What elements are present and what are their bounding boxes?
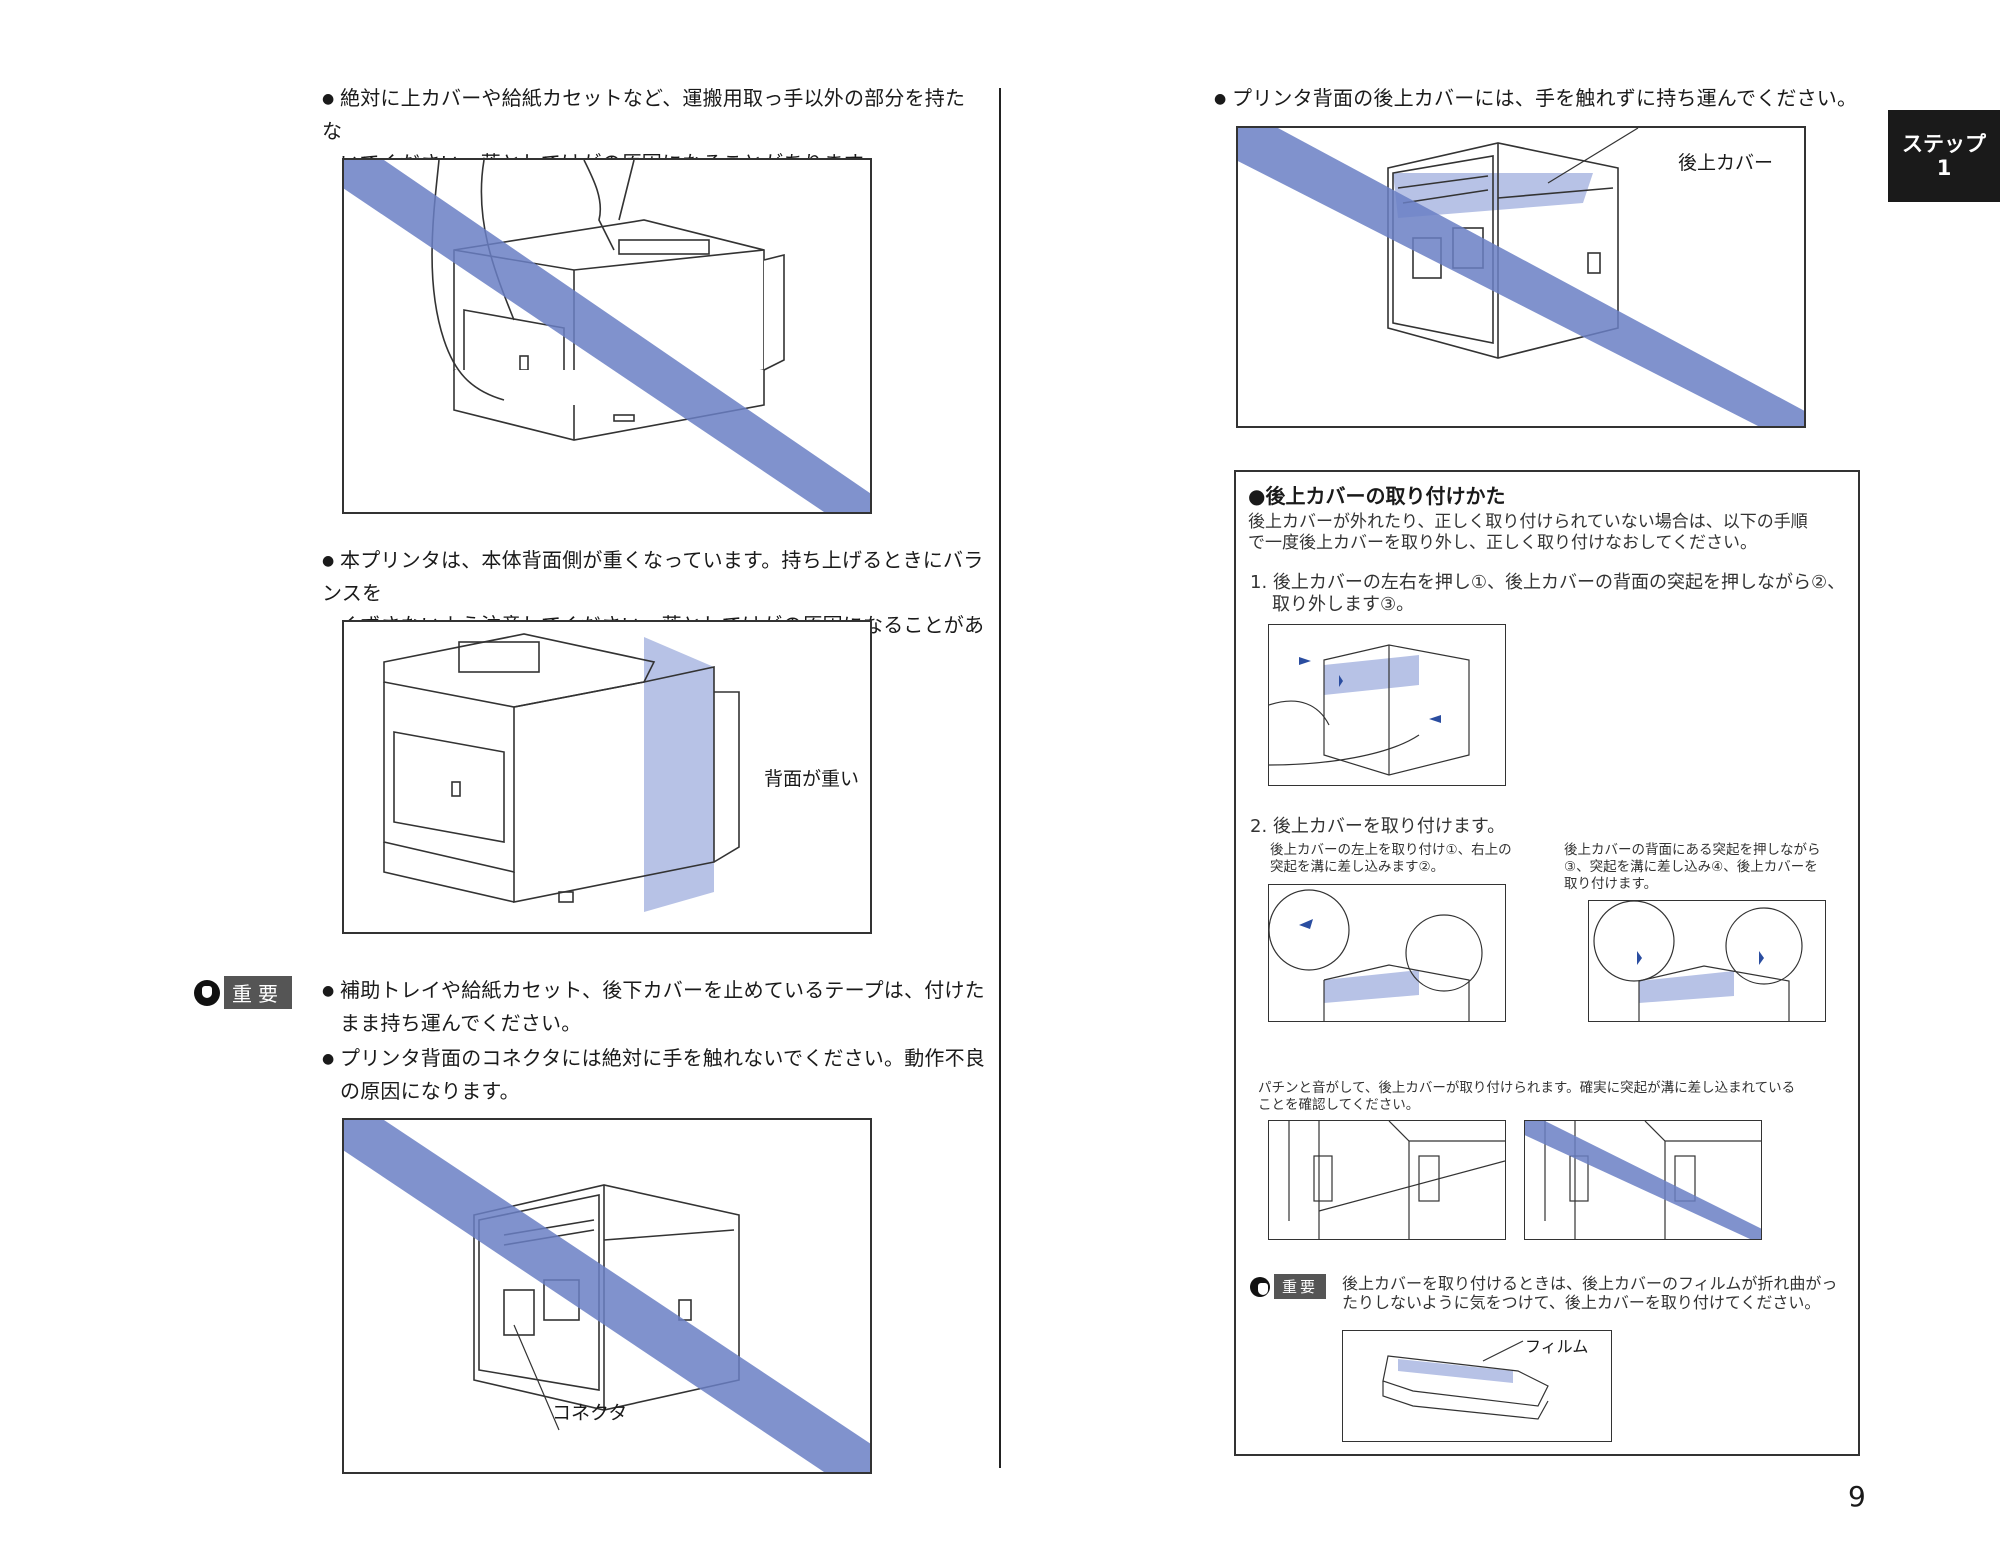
step2-left-line1: 後上カバーの左上を取り付け①、右上の — [1270, 842, 1512, 858]
box-title: ●後上カバーの取り付けかた — [1248, 484, 1506, 508]
step2-text: 2. 後上カバーを取り付けます。 — [1250, 816, 1506, 837]
left-important-bullet-1: ● 補助トレイや給紙カセット、後下カバーを止めているテープは、付けた まま持ち運ん… — [322, 974, 1002, 1039]
figure-lifting-wrong — [342, 158, 872, 514]
step-tab: ステップ 1 — [1888, 110, 2000, 202]
step2-left-line2: 突起を溝に差し込みます②。 — [1270, 859, 1445, 875]
fig3-label-connector: コネクタ — [552, 1402, 628, 1424]
click-line2: ことを確認してください。 — [1258, 1097, 1420, 1113]
important-badge-left: 重要 — [194, 976, 292, 1009]
box-important-line1: 後上カバーを取り付けるときは、後上カバーのフィルムが折れ曲がっ — [1342, 1274, 1838, 1293]
figure-film: フィルム — [1342, 1330, 1612, 1442]
step1-text: 1. 後上カバーの左右を押し①、後上カバーの背面の突起を押しながら②、 取り外し… — [1250, 572, 1850, 616]
left-bullet-2-line1: 本プリンタは、本体背面側が重くなっています。持ち上げるときにバランスを — [322, 548, 984, 605]
film-label: フィルム — [1525, 1337, 1589, 1356]
figure-step2-left — [1268, 884, 1506, 1022]
step-tab-line1: ステップ — [1902, 132, 1986, 156]
box-intro: 後上カバーが外れたり、正しく取り付けられていない場合は、以下の手順 で一度後上カ… — [1248, 512, 1848, 554]
figure-rear-cover: 後上カバー — [1236, 126, 1806, 428]
left-important-bullet-1-line1: 補助トレイや給紙カセット、後下カバーを止めているテープは、付けた — [340, 978, 985, 1002]
important-label-box: 重要 — [1274, 1274, 1327, 1299]
box-intro-line1: 後上カバーが外れたり、正しく取り付けられていない場合は、以下の手順 — [1248, 512, 1808, 532]
step2-right-caption: 後上カバーの背面にある突起を押しながら ③、突起を溝に差し込み④、後上カバーを … — [1564, 842, 1844, 893]
fig2-label-heavy: 背面が重い — [764, 768, 860, 790]
figure-click-incorrect — [1524, 1120, 1762, 1240]
figure-click-correct — [1268, 1120, 1506, 1240]
page-number: 9 — [1848, 1480, 1866, 1513]
bullet-dot: ● — [1214, 91, 1227, 107]
figure-step1-remove — [1268, 624, 1506, 786]
hand-stop-icon — [194, 979, 220, 1006]
column-divider — [999, 88, 1001, 1468]
box-intro-line2: で一度後上カバーを取り外し、正しく取り付けなおしてください。 — [1248, 533, 1757, 553]
left-bullet-1-line1: 絶対に上カバーや給紙カセットなど、運搬用取っ手以外の部分を持たな — [322, 86, 966, 143]
left-important-bullet-2-line1: プリンタ背面のコネクタには絶対に手を触れないでください。動作不良 — [340, 1046, 985, 1070]
figure-connector-wrong: コネクタ — [342, 1118, 872, 1474]
step2-right-line1: 後上カバーの背面にある突起を押しながら — [1564, 842, 1821, 858]
fig-label-rear-cover: 後上カバー — [1678, 152, 1774, 174]
step2-right-line3: 取り付けます。 — [1564, 876, 1658, 892]
right-bullet-1: ● プリンタ背面の後上カバーには、手を触れずに持ち運んでください。 — [1214, 82, 1874, 115]
step1-line2: 取り外します③。 — [1272, 594, 1415, 615]
left-important-bullet-2-line2: の原因になります。 — [340, 1079, 520, 1103]
important-badge-box: 重要 — [1250, 1274, 1327, 1299]
bullet-dot: ● — [322, 91, 335, 107]
bullet-dot: ● — [322, 1051, 335, 1067]
left-important-bullet-1-line2: まま持ち運んでください。 — [340, 1011, 582, 1035]
step2-right-line2: ③、突起を溝に差し込み④、後上カバーを — [1564, 859, 1818, 875]
figure-heavy-rear: 背面が重い — [342, 620, 872, 934]
click-caption: パチンと音がして、後上カバーが取り付けられます。確実に突起が溝に差し込まれている… — [1258, 1080, 1858, 1114]
click-line1: パチンと音がして、後上カバーが取り付けられます。確実に突起が溝に差し込まれている — [1258, 1080, 1796, 1096]
step-tab-line2: 1 — [1936, 156, 1952, 180]
hand-stop-icon — [1250, 1276, 1270, 1297]
box-important-text: 後上カバーを取り付けるときは、後上カバーのフィルムが折れ曲がっ たりしないように… — [1342, 1274, 1852, 1312]
box-important-line2: たりしないように気をつけて、後上カバーを取り付けてください。 — [1342, 1293, 1821, 1312]
right-bullet-1-text: プリンタ背面の後上カバーには、手を触れずに持ち運んでください。 — [1232, 86, 1858, 110]
step1-line1: 1. 後上カバーの左右を押し①、後上カバーの背面の突起を押しながら②、 — [1250, 572, 1846, 593]
left-important-bullet-2: ● プリンタ背面のコネクタには絶対に手を触れないでください。動作不良 の原因になり… — [322, 1042, 1002, 1107]
figure-step2-right — [1588, 900, 1826, 1022]
bullet-dot: ● — [322, 983, 335, 999]
important-label: 重要 — [224, 976, 292, 1009]
step2-left-caption: 後上カバーの左上を取り付け①、右上の 突起を溝に差し込みます②。 — [1270, 842, 1540, 876]
rear-cover-install-box: ●後上カバーの取り付けかた 後上カバーが外れたり、正しく取り付けられていない場合… — [1234, 470, 1860, 1456]
bullet-dot: ● — [322, 553, 335, 569]
